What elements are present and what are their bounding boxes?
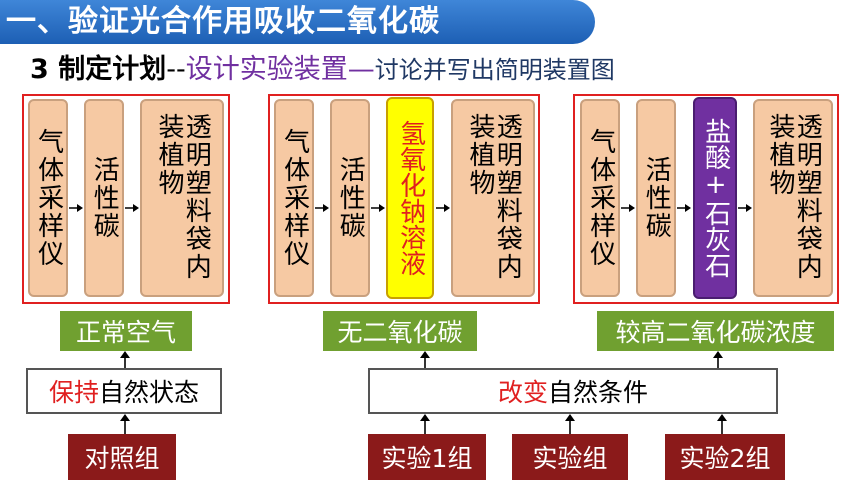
flow-arrow [738, 203, 752, 213]
device-card-plant-bag: 透明塑料袋内装植物 [140, 99, 224, 297]
device-card-gas-sampler: 气体采样仪 [580, 99, 620, 297]
label-text: 较高二氧化碳浓度 [615, 318, 816, 347]
keep-suffix: 自然状态 [99, 378, 200, 407]
group-experiment-1: 实验1组 [368, 434, 486, 480]
group-label: 对照组 [84, 444, 160, 473]
device-card-activated-carbon: 活性碳 [84, 99, 124, 297]
air-condition-label: 正常空气 [60, 311, 192, 351]
step-task: 设计实验装置 [185, 54, 348, 85]
card-label: 氢氧化钠溶液 [395, 120, 426, 276]
device-card-naoh-solution: 氢氧化钠溶液 [386, 97, 434, 299]
card-label: 活性碳 [641, 156, 672, 240]
air-condition-label: 无二氧化碳 [323, 311, 477, 351]
flow-arrow [69, 203, 83, 213]
section-title-banner: 一、验证光合作用吸收二氧化碳 [0, 0, 595, 44]
keep-prefix: 保持 [48, 378, 99, 407]
setup-panel-no-co2 [268, 94, 540, 304]
change-suffix: 自然条件 [548, 378, 649, 407]
card-label: 气体采样仪 [33, 128, 64, 268]
group-control: 对照组 [68, 434, 176, 480]
condition-change-natural: 改变自然条件 [368, 368, 778, 414]
card-label: 透明塑料袋内装植物 [465, 113, 523, 281]
card-label: 活性碳 [335, 156, 366, 240]
device-card-hcl-limestone: 盐酸+石灰石 [693, 97, 737, 299]
device-card-plant-bag: 透明塑料袋内装植物 [753, 99, 833, 297]
condition-keep-natural: 保持自然状态 [26, 368, 222, 414]
step-dash-1: -- [166, 54, 186, 85]
label-text: 无二氧化碳 [337, 318, 463, 347]
card-label: 气体采样仪 [585, 128, 616, 268]
change-prefix: 改变 [497, 378, 548, 407]
flow-arrow [677, 203, 691, 213]
step-title: 制定计划 [58, 54, 167, 85]
flow-arrow [621, 203, 635, 213]
step-dash-2: — [347, 54, 375, 85]
card-label: 活性碳 [89, 156, 120, 240]
device-card-activated-carbon: 活性碳 [330, 99, 370, 297]
air-condition-label: 较高二氧化碳浓度 [597, 311, 834, 351]
step-note: 讨论并写出简明装置图 [374, 56, 615, 84]
device-card-activated-carbon: 活性碳 [636, 99, 676, 297]
device-card-plant-bag: 透明塑料袋内装植物 [451, 99, 535, 297]
section-title: 一、验证光合作用吸收二氧化碳 [6, 4, 440, 39]
label-text: 正常空气 [75, 318, 176, 347]
card-label: 盐酸+石灰石 [700, 118, 731, 278]
flow-arrow [371, 203, 385, 213]
setup-panel-normal-air [22, 94, 230, 304]
card-label: 透明塑料袋内装植物 [154, 113, 212, 281]
group-label: 实验组 [532, 444, 608, 473]
step-heading: 3 制定计划--设计实验装置—讨论并写出简明装置图 [30, 52, 615, 88]
device-card-gas-sampler: 气体采样仪 [274, 99, 314, 297]
card-label: 透明塑料袋内装植物 [765, 113, 823, 281]
flow-arrow [125, 203, 139, 213]
device-card-gas-sampler: 气体采样仪 [28, 99, 68, 297]
flow-arrow [315, 203, 329, 213]
setup-panel-high-co2 [573, 94, 839, 304]
flow-arrow [436, 203, 450, 213]
group-experiment: 实验组 [512, 434, 628, 480]
step-number: 3 [30, 54, 49, 85]
card-label: 气体采样仪 [279, 128, 310, 268]
group-experiment-2: 实验2组 [665, 434, 785, 480]
group-label: 实验1组 [381, 444, 473, 473]
group-label: 实验2组 [679, 444, 771, 473]
